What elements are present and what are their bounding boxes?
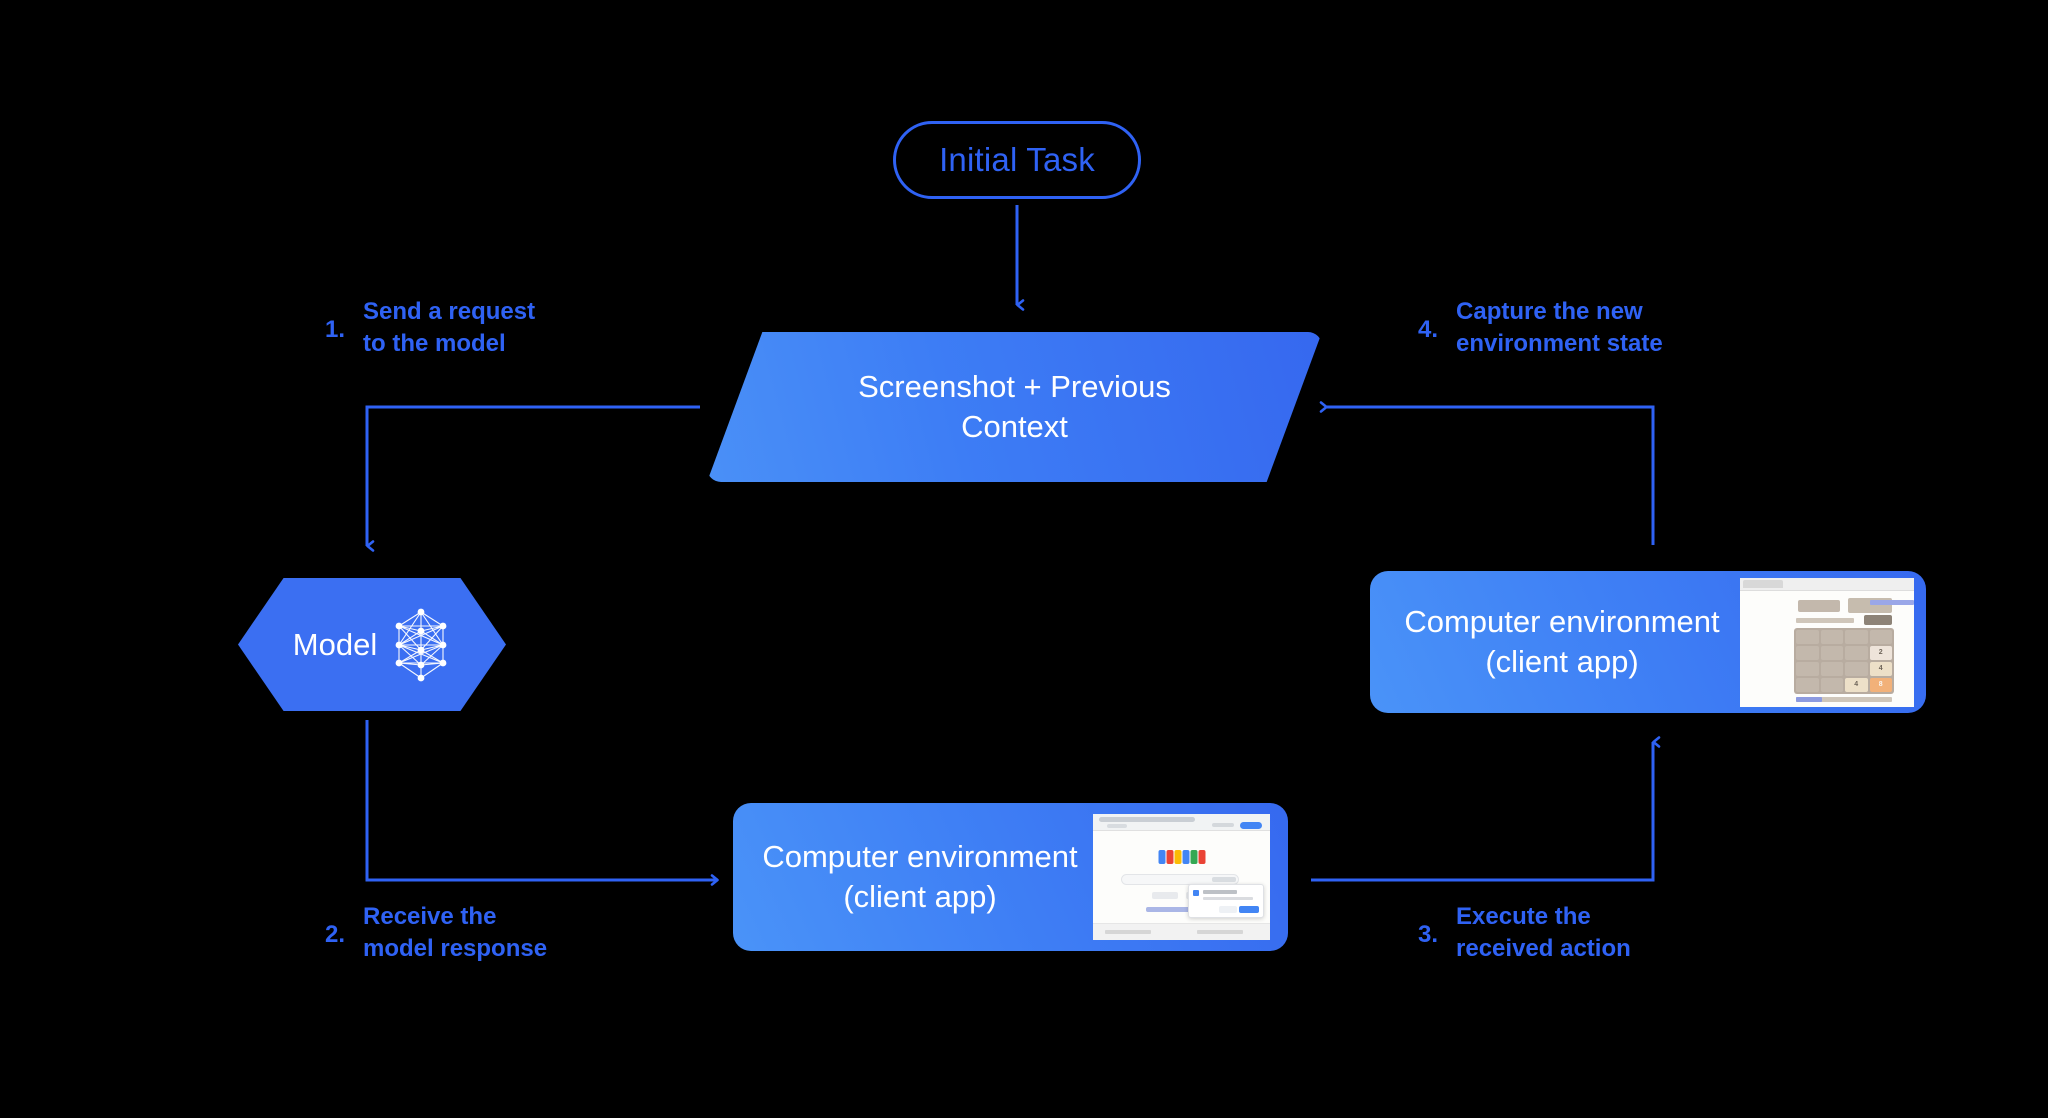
browser-tab [1743, 579, 1783, 588]
edge-env-bottom-to-env-right [1311, 736, 1661, 882]
search-icons [1212, 877, 1236, 882]
browser-titlebar [1740, 577, 1914, 591]
tile [1820, 629, 1843, 644]
step-1-number: 1. [325, 316, 346, 343]
tile: 4 [1869, 661, 1892, 676]
tile [1796, 629, 1819, 644]
game-instructions [1796, 617, 1854, 623]
header-links [1870, 599, 1914, 605]
tile [1869, 629, 1892, 644]
context-node-shape [707, 332, 1322, 482]
step-2-text: Receive the model response [363, 903, 548, 962]
dialog-primary-button [1239, 906, 1259, 913]
game-title-2048 [1798, 599, 1840, 612]
step-label-2: 2. Receive the model response [325, 901, 547, 965]
edge-context-to-model [365, 405, 700, 552]
tile: 8 [1869, 677, 1892, 692]
tile: 4 [1845, 677, 1868, 692]
env-bottom-label: Computer environment (client app) [747, 837, 1093, 916]
model-node: Model [238, 578, 506, 711]
step-label-1: 1. Send a request to the model [325, 296, 535, 360]
env-bottom-line2: (client app) [843, 879, 997, 914]
tile [1820, 661, 1843, 676]
thumbnail-google-search [1093, 814, 1270, 940]
context-node: Screenshot + Previous Context [707, 332, 1322, 482]
computer-environment-right-node: Computer environment (client app) 2 [1370, 571, 1926, 713]
thumbnail-2048-game: 2 4 4 8 [1740, 577, 1914, 707]
dialog-title [1203, 890, 1237, 894]
promo-link [1145, 907, 1218, 912]
context-node-text: Screenshot + Previous Context [707, 332, 1322, 482]
tile [1845, 645, 1868, 660]
sign-in-button [1240, 822, 1262, 829]
step-2-number: 2. [325, 921, 346, 948]
browser-url-bar [1099, 817, 1195, 822]
game-footer-link [1796, 696, 1822, 702]
tile [1820, 677, 1843, 692]
step-label-3: 3. Execute the received action [1418, 901, 1631, 965]
dialog-secondary-button [1219, 906, 1237, 913]
new-game-button [1864, 614, 1892, 625]
edge-env-right-to-context [1319, 401, 1655, 545]
page-footer [1093, 923, 1270, 940]
env-right-line1: Computer environment [1404, 604, 1720, 640]
edge-model-to-env-bottom [365, 720, 719, 886]
tile [1796, 677, 1819, 692]
tile [1845, 629, 1868, 644]
step-3-text: Execute the received action [1456, 903, 1631, 962]
env-right-line2: (client app) [1485, 644, 1639, 679]
search-input [1121, 874, 1239, 885]
env-bottom-line1: Computer environment [762, 839, 1078, 875]
tile [1845, 661, 1868, 676]
model-node-label: Model [292, 626, 378, 662]
browser-bookmark [1107, 824, 1127, 828]
neural-network-icon [395, 608, 447, 681]
step-3-number: 3. [1418, 921, 1439, 948]
game-footer-text [1796, 696, 1892, 702]
env-right-label: Computer environment (client app) [1384, 602, 1740, 681]
google-logo [1158, 850, 1205, 864]
step-4-number: 4. [1418, 316, 1439, 343]
signin-dialog [1188, 884, 1264, 918]
header-links [1212, 823, 1234, 827]
tile [1796, 645, 1819, 660]
context-node-line1: Screenshot + Previous [858, 369, 1171, 405]
step-label-4: 4. Capture the new environment state [1418, 296, 1663, 360]
dialog-body [1203, 897, 1253, 900]
dialog-icon [1193, 890, 1199, 896]
tile: 2 [1869, 645, 1892, 660]
model-node-shape [238, 578, 506, 711]
context-node-line2: Context [961, 409, 1068, 444]
computer-environment-bottom-node: Computer environment (client app) [733, 803, 1288, 951]
game-board-2048: 2 4 4 8 [1794, 627, 1894, 694]
tile [1796, 661, 1819, 676]
tile [1820, 645, 1843, 660]
initial-task-node: Initial Task [893, 121, 1141, 199]
step-4-text: Capture the new environment state [1456, 298, 1663, 357]
initial-task-label: Initial Task [939, 141, 1095, 178]
step-1-text: Send a request to the model [363, 298, 536, 357]
